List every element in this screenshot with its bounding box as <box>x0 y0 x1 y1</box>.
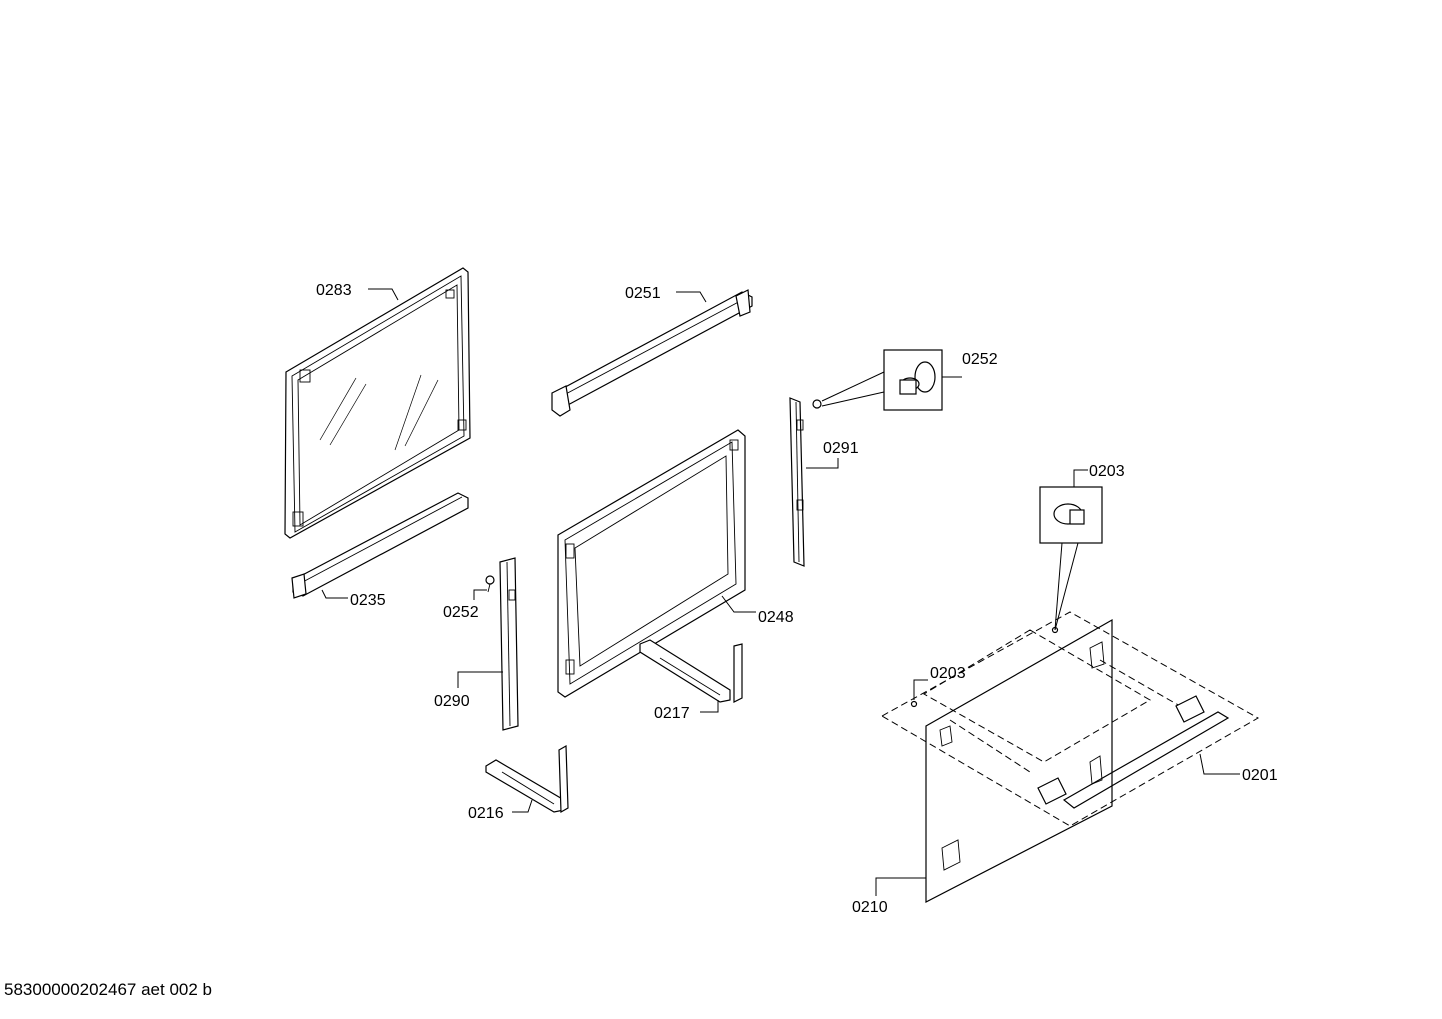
leader-0217 <box>700 700 719 713</box>
part-0235-bottom-trim <box>291 492 469 599</box>
leader-0290 <box>457 671 503 688</box>
part-0201-dashed-assembly <box>880 611 1260 827</box>
label-0203-top: 0203 <box>1089 463 1125 480</box>
leader-0291 <box>806 458 839 469</box>
leader-0235 <box>321 589 348 599</box>
label-0217: 0217 <box>654 705 690 722</box>
label-0252-top: 0252 <box>962 351 998 368</box>
leader-0252-top <box>821 371 885 402</box>
leader-0216 <box>512 799 533 813</box>
part-0217-hinge <box>639 639 743 703</box>
label-0235: 0235 <box>350 592 386 609</box>
part-0283-glass-frame <box>284 267 471 539</box>
label-0283: 0283 <box>316 282 352 299</box>
leader-0248 <box>721 595 756 613</box>
part-0203-zoom-detail <box>1039 486 1103 634</box>
document-id: 58300000202467 aet 002 b <box>4 980 212 999</box>
part-0251-top-rail <box>551 289 753 417</box>
part-0210-back-panel <box>925 618 1113 903</box>
label-0248: 0248 <box>758 609 794 626</box>
leader-0251 <box>676 291 707 303</box>
label-0216: 0216 <box>468 805 504 822</box>
label-0290: 0290 <box>434 693 470 710</box>
part-0216-hinge <box>485 744 569 814</box>
leader-0201 <box>1199 753 1240 775</box>
label-0251: 0251 <box>625 285 661 302</box>
part-0252-zoom-detail <box>812 349 943 411</box>
label-0210: 0210 <box>852 899 888 916</box>
leader-0203-mid <box>913 679 928 700</box>
label-0203-mid: 0203 <box>930 665 966 682</box>
leader-0252-left <box>473 589 487 600</box>
label-0291: 0291 <box>823 440 859 457</box>
part-0252-screw <box>485 575 495 593</box>
leader-0283 <box>368 288 399 301</box>
label-0252-left: 0252 <box>443 604 479 621</box>
label-0201: 0201 <box>1242 767 1278 784</box>
leader-0203-top-c <box>1073 469 1088 487</box>
part-0291-right-rail <box>789 397 805 567</box>
leader-0203-top-b <box>1054 542 1079 631</box>
leader-0252-top-b <box>821 391 885 407</box>
leader-0210 <box>875 877 926 896</box>
part-0248-inner-frame <box>557 429 746 698</box>
part-0290-left-rail <box>499 557 519 731</box>
part-0203-screw <box>910 700 918 708</box>
leader-0203-top <box>1054 542 1063 631</box>
